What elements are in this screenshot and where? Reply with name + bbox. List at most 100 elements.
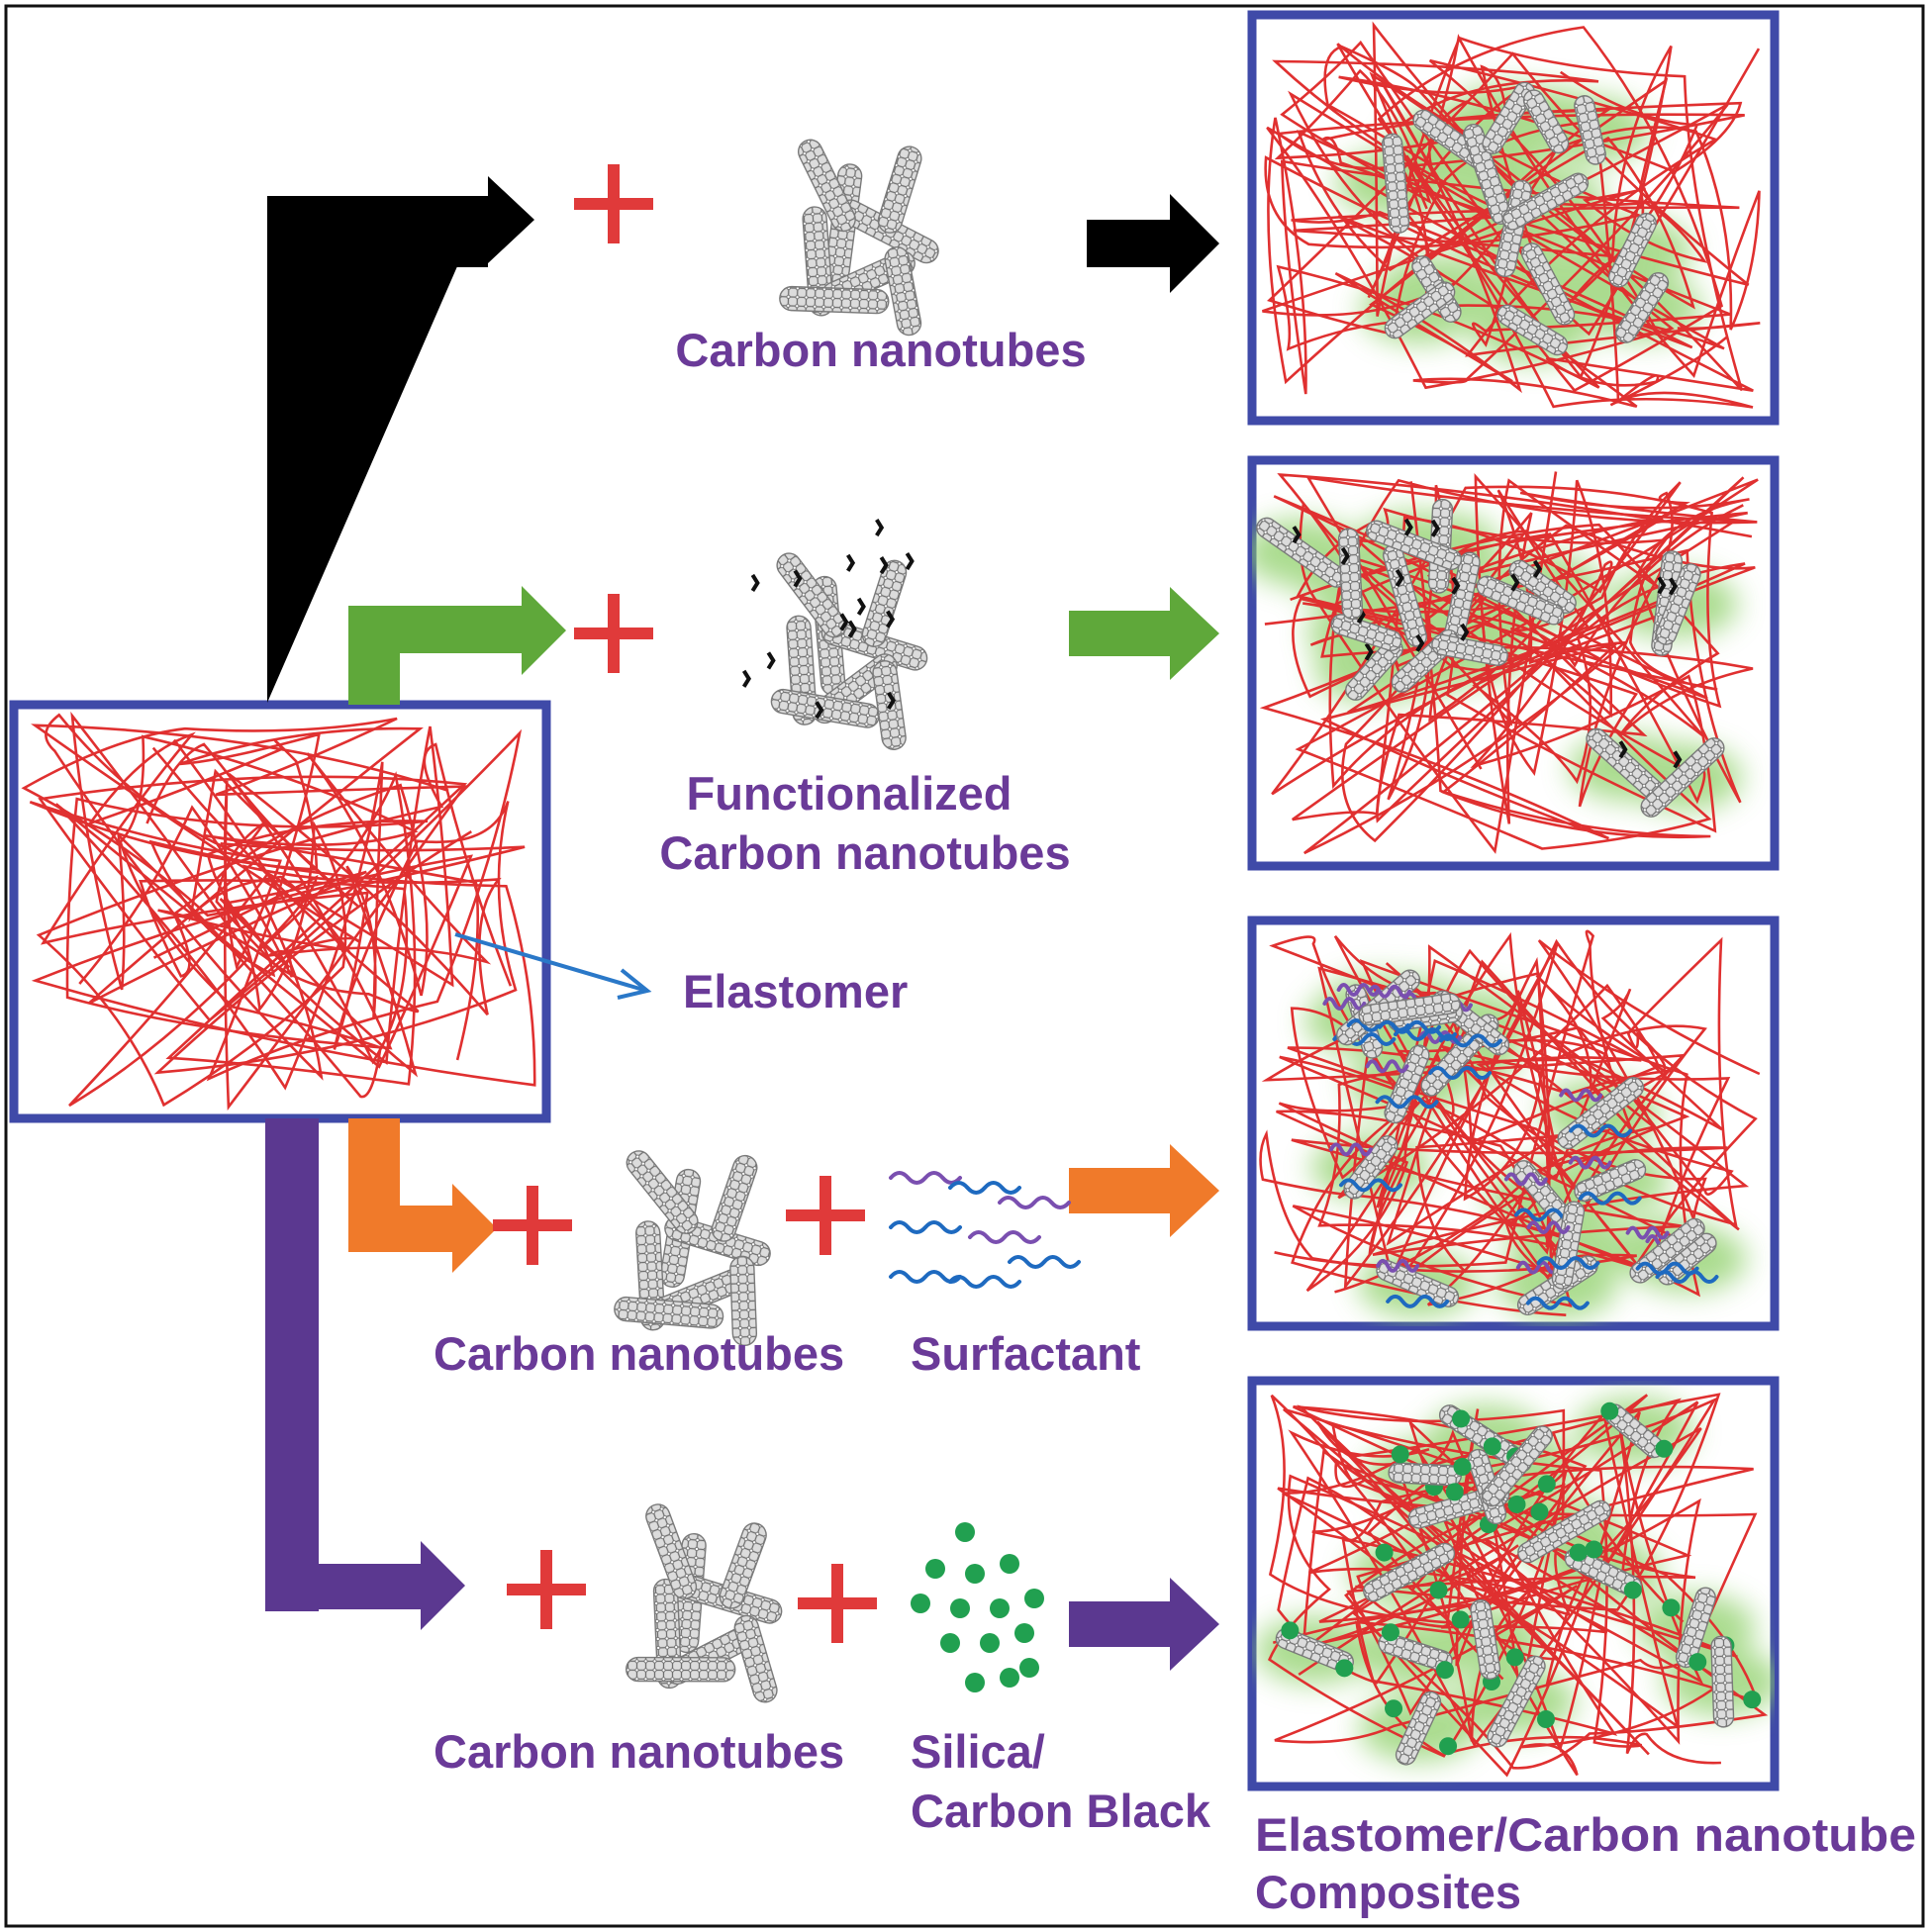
- elastomer-chain: [1266, 21, 1761, 405]
- nanotube: [1508, 559, 1577, 614]
- dispersed-nanotubes: [1322, 969, 1719, 1315]
- label-product-line1: Elastomer/Carbon nanotube: [1255, 1808, 1916, 1861]
- surfactant-molecule: [889, 1270, 962, 1284]
- functional-group: [1395, 568, 1404, 588]
- nanotube: [861, 559, 908, 647]
- nanotube: [645, 1503, 698, 1599]
- nanotube: [719, 1522, 767, 1609]
- nanotube: [776, 552, 847, 638]
- filler-particle: [1019, 1658, 1039, 1678]
- label-route4-filler-line2: Carbon Black: [911, 1785, 1211, 1837]
- label-product-line2: Composites: [1255, 1866, 1521, 1918]
- nanotube: [1655, 563, 1701, 645]
- nanotube: [1358, 993, 1461, 1026]
- surfactant-molecule: [1336, 983, 1381, 997]
- black-route-arrow[interactable]: [319, 176, 534, 263]
- surfactant-molecule: [948, 1181, 1021, 1195]
- functional-group: [1340, 546, 1350, 565]
- filler-particle: [1662, 1598, 1681, 1617]
- functional-group: [887, 691, 897, 710]
- nanotube: [877, 145, 922, 234]
- surfactant-molecule: [1503, 1172, 1548, 1187]
- nanotube: [1384, 281, 1456, 339]
- functional-group: [750, 573, 760, 593]
- nanotube: [614, 1296, 724, 1329]
- filler-particle: [980, 1633, 1000, 1653]
- surfactant-molecule: [1365, 1059, 1409, 1074]
- label-route2-line1: Functionalized: [687, 767, 1013, 820]
- nanotube: [1470, 1598, 1501, 1680]
- nanotube: [711, 1154, 758, 1242]
- filler-particle: [1600, 1401, 1619, 1420]
- plus-sign-icon: [493, 1186, 572, 1265]
- functional-group: [1430, 519, 1440, 537]
- black-product-arrow[interactable]: [1087, 194, 1219, 293]
- plus-sign-icon: [786, 1176, 865, 1255]
- functional-group: [879, 556, 889, 575]
- filler-particle: [1743, 1690, 1762, 1709]
- surfactant-molecule: [1338, 1178, 1402, 1193]
- filler-particle: [1655, 1439, 1674, 1458]
- filler-particle: [1505, 1648, 1524, 1667]
- filler-particle: [1429, 1581, 1448, 1599]
- nanotube: [1343, 1135, 1399, 1200]
- surfactant-molecule: [1525, 1296, 1590, 1310]
- surfactant-molecule: [1368, 984, 1412, 999]
- nanotube: [1365, 520, 1463, 571]
- surfactant-molecule: [1515, 1260, 1560, 1275]
- nanotube: [1431, 633, 1508, 666]
- elastomer-box: [9, 700, 551, 1123]
- functional-group: [1415, 633, 1425, 652]
- functional-group: [1460, 623, 1470, 641]
- label-elastomer: Elastomer: [683, 965, 908, 1017]
- surfactant-molecule: [1386, 1294, 1450, 1308]
- filler-particle: [1375, 1543, 1394, 1562]
- filler-particles-icon: [911, 1522, 1044, 1692]
- green-product-arrow[interactable]: [1069, 587, 1219, 680]
- outer-frame: [4, 4, 1925, 1928]
- surfactant-molecule: [1526, 1220, 1571, 1235]
- filler-particle: [1483, 1437, 1501, 1456]
- filler-particle: [1000, 1668, 1019, 1688]
- nanotube-bundles: [614, 139, 939, 1703]
- purple-product-arrow[interactable]: [1069, 1578, 1219, 1671]
- plus-sign-icon: [798, 1564, 877, 1643]
- nanotube: [1501, 172, 1590, 231]
- elastomer-chain: [1269, 929, 1723, 1284]
- nanotube: [1608, 212, 1657, 288]
- functional-group: [1292, 526, 1302, 544]
- filler-particle: [1537, 1475, 1556, 1494]
- surfactant-molecule: [1375, 1095, 1439, 1110]
- surfactant-molecule: [1655, 1270, 1719, 1285]
- nanotube: [1337, 528, 1364, 621]
- surfactant-molecule: [1569, 1123, 1633, 1138]
- surfactant-molecule: [1625, 1225, 1670, 1240]
- surfactant-molecule: [889, 1220, 962, 1234]
- orange-product-arrow[interactable]: [1069, 1144, 1219, 1237]
- orange-route-arrow[interactable]: [348, 1184, 497, 1273]
- green-route-arrow[interactable]: [348, 586, 566, 675]
- functional-group: [1403, 518, 1413, 536]
- surfactant-molecule: [998, 1196, 1071, 1209]
- surfactant-molecule: [948, 1275, 1021, 1289]
- elastomer-chains: [21, 711, 536, 1111]
- plus-signs: [493, 164, 877, 1643]
- nanotube: [1520, 242, 1576, 326]
- filler-particle: [1530, 1502, 1549, 1521]
- nanotube: [1574, 1159, 1647, 1203]
- nanotube: [1710, 1635, 1735, 1728]
- nanotube: [1675, 1587, 1716, 1669]
- nanotube: [797, 139, 856, 233]
- elastomer-chain: [1278, 936, 1740, 1316]
- nanotube-bundle-icon: [779, 139, 939, 337]
- surfactant-molecule: [968, 1230, 1041, 1244]
- nanotube: [1557, 1076, 1645, 1150]
- filler-particle: [1381, 1623, 1399, 1642]
- nanotube-bundle-icon: [626, 1503, 783, 1703]
- purple-route-arrow[interactable]: [265, 1541, 465, 1630]
- nanotube-bundle-icon: [614, 1150, 771, 1347]
- elastomer-chain: [1277, 473, 1756, 808]
- label-route3-cnt: Carbon nanotubes: [434, 1327, 844, 1380]
- functional-group: [766, 651, 776, 670]
